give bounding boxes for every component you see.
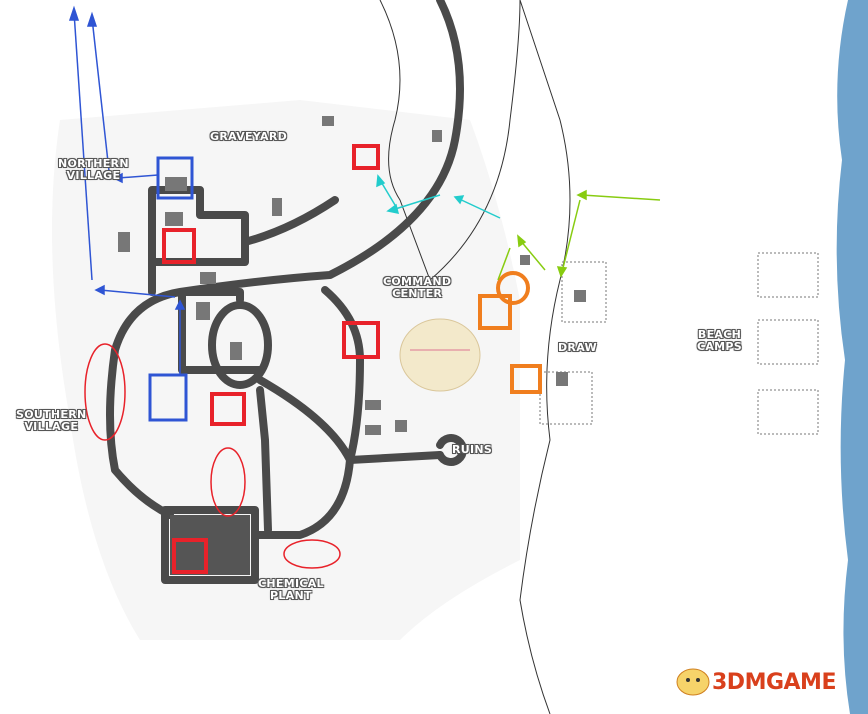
blue-marker-northern-village[interactable] — [156, 156, 194, 200]
red-marker-command-center[interactable] — [342, 321, 380, 359]
beach-camp-plots — [539, 252, 819, 435]
green-arrows — [497, 189, 661, 281]
label-southern-village: SOUTHERN VILLAGE — [16, 408, 87, 433]
label-beach-camps: BEACH CAMPS — [697, 328, 743, 353]
red-marker-graveyard[interactable] — [352, 144, 380, 170]
red-marker-northern-village[interactable] — [162, 228, 196, 264]
coastline — [379, 0, 521, 281]
red-circle-southern-road[interactable] — [84, 343, 126, 441]
mascot-sticker — [399, 318, 481, 392]
island-terrain — [52, 100, 520, 640]
red-circle-chemical[interactable] — [283, 539, 341, 569]
watermark-logo: 3DMGAME — [712, 670, 836, 695]
label-ruins: RUINS — [452, 443, 493, 456]
orange-marker-draw-2[interactable] — [510, 364, 542, 394]
red-marker-southern[interactable] — [210, 392, 246, 426]
chemical-plant-compound — [170, 515, 250, 575]
roads — [106, 0, 467, 584]
label-draw: DRAW — [558, 341, 597, 354]
label-northern-village: NORTHERN VILLAGE — [58, 157, 129, 182]
sea — [836, 0, 868, 714]
label-chemical-plant: CHEMICAL PLANT — [258, 577, 324, 602]
watermark-mascot-icon — [676, 668, 710, 696]
red-circle-central[interactable] — [210, 447, 246, 517]
red-marker-chemical-plant[interactable] — [172, 538, 208, 574]
orange-marker-draw-1[interactable] — [478, 294, 512, 330]
label-graveyard: GRAVEYARD — [210, 130, 288, 143]
orange-marker-draw-circle[interactable] — [496, 271, 530, 305]
label-command-center: COMMAND CENTER — [383, 275, 452, 300]
blue-marker-southern-village[interactable] — [148, 373, 188, 422]
shoreline — [519, 0, 571, 714]
cyan-arrows — [376, 174, 501, 219]
buildings — [118, 116, 586, 435]
blue-arrows — [68, 5, 186, 375]
